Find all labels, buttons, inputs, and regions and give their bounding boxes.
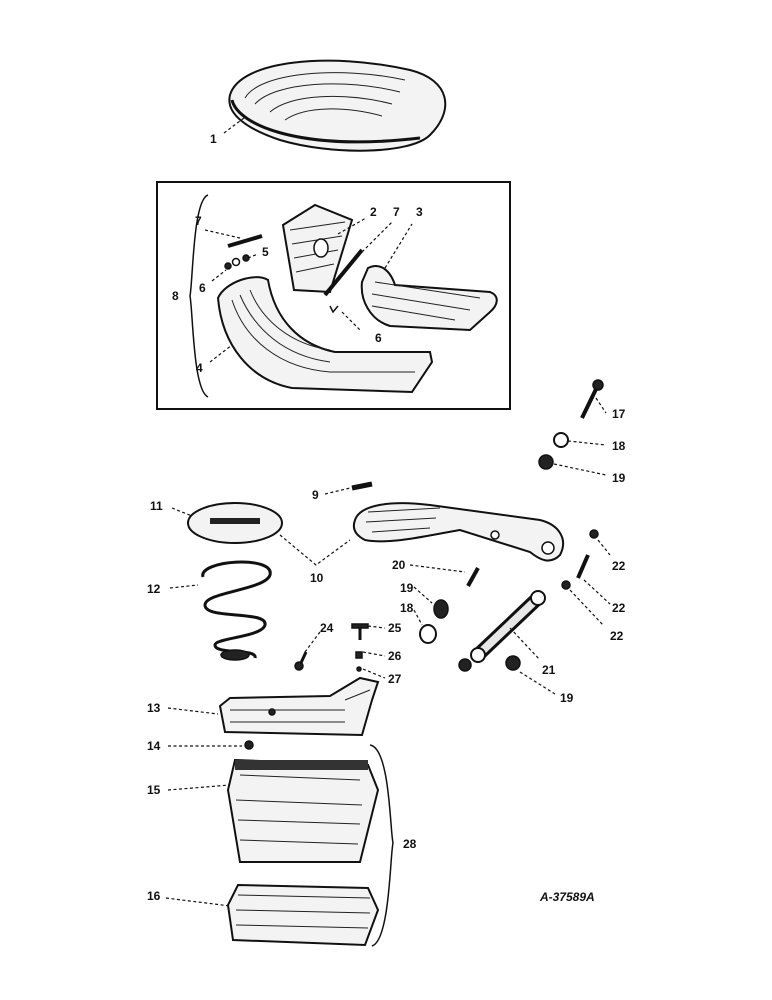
callout-labels: 1 2 7 3 7 5 6 8 6 4 17 18 19 9 11 10 22 … bbox=[147, 132, 626, 903]
callout-9: 9 bbox=[312, 488, 319, 502]
housing-part bbox=[226, 758, 380, 863]
callout-22a: 22 bbox=[612, 559, 626, 573]
hardware-center bbox=[294, 623, 369, 672]
slide-base-part bbox=[218, 676, 380, 737]
main-bracket-part bbox=[216, 276, 434, 394]
callout-4: 4 bbox=[196, 361, 203, 375]
callout-3: 3 bbox=[416, 205, 423, 219]
callout-21: 21 bbox=[542, 663, 556, 677]
spring-part bbox=[201, 560, 272, 661]
callout-11: 11 bbox=[150, 499, 163, 513]
callout-24: 24 bbox=[320, 621, 334, 635]
callout-6b: 6 bbox=[375, 331, 382, 345]
spring-cap-part bbox=[187, 502, 283, 544]
callout-14: 14 bbox=[147, 739, 161, 753]
plate-part bbox=[281, 203, 354, 294]
screw-part bbox=[244, 740, 254, 750]
group-8-bracket bbox=[189, 194, 209, 398]
callout-6a: 6 bbox=[199, 281, 206, 295]
callout-13: 13 bbox=[147, 701, 161, 715]
callout-22c: 22 bbox=[610, 629, 624, 643]
callout-27: 27 bbox=[388, 672, 402, 686]
pin-part bbox=[351, 481, 373, 491]
callout-16: 16 bbox=[147, 889, 161, 903]
callout-19c: 19 bbox=[560, 691, 574, 705]
callout-19a: 19 bbox=[612, 471, 626, 485]
callout-10: 10 bbox=[310, 571, 324, 585]
support-arm-part bbox=[352, 502, 565, 562]
shock-absorber-part bbox=[458, 590, 546, 672]
callout-25: 25 bbox=[388, 621, 402, 635]
leader-lines bbox=[165, 117, 611, 907]
assembly-frame bbox=[156, 181, 511, 410]
callout-18a: 18 bbox=[612, 439, 626, 453]
callout-28: 28 bbox=[403, 837, 417, 851]
callout-26: 26 bbox=[388, 649, 402, 663]
callout-22b: 22 bbox=[612, 601, 626, 615]
callout-19b: 19 bbox=[400, 581, 414, 595]
callout-12: 12 bbox=[147, 582, 161, 596]
callout-17: 17 bbox=[612, 407, 626, 421]
callout-1: 1 bbox=[210, 132, 217, 146]
bracket-part bbox=[360, 265, 498, 332]
callout-7b: 7 bbox=[393, 205, 400, 219]
callout-20: 20 bbox=[392, 558, 406, 572]
drawing-code: A-37589A bbox=[539, 890, 595, 904]
callout-2: 2 bbox=[370, 205, 377, 219]
rail-part bbox=[226, 883, 380, 947]
callout-18b: 18 bbox=[400, 601, 414, 615]
callout-5: 5 bbox=[262, 245, 269, 259]
group-28-bracket bbox=[369, 744, 394, 947]
callout-8: 8 bbox=[172, 289, 179, 303]
hardware-right bbox=[419, 379, 604, 644]
seat-pan-part bbox=[228, 59, 447, 152]
callout-15: 15 bbox=[147, 783, 161, 797]
callout-7a: 7 bbox=[195, 214, 202, 228]
